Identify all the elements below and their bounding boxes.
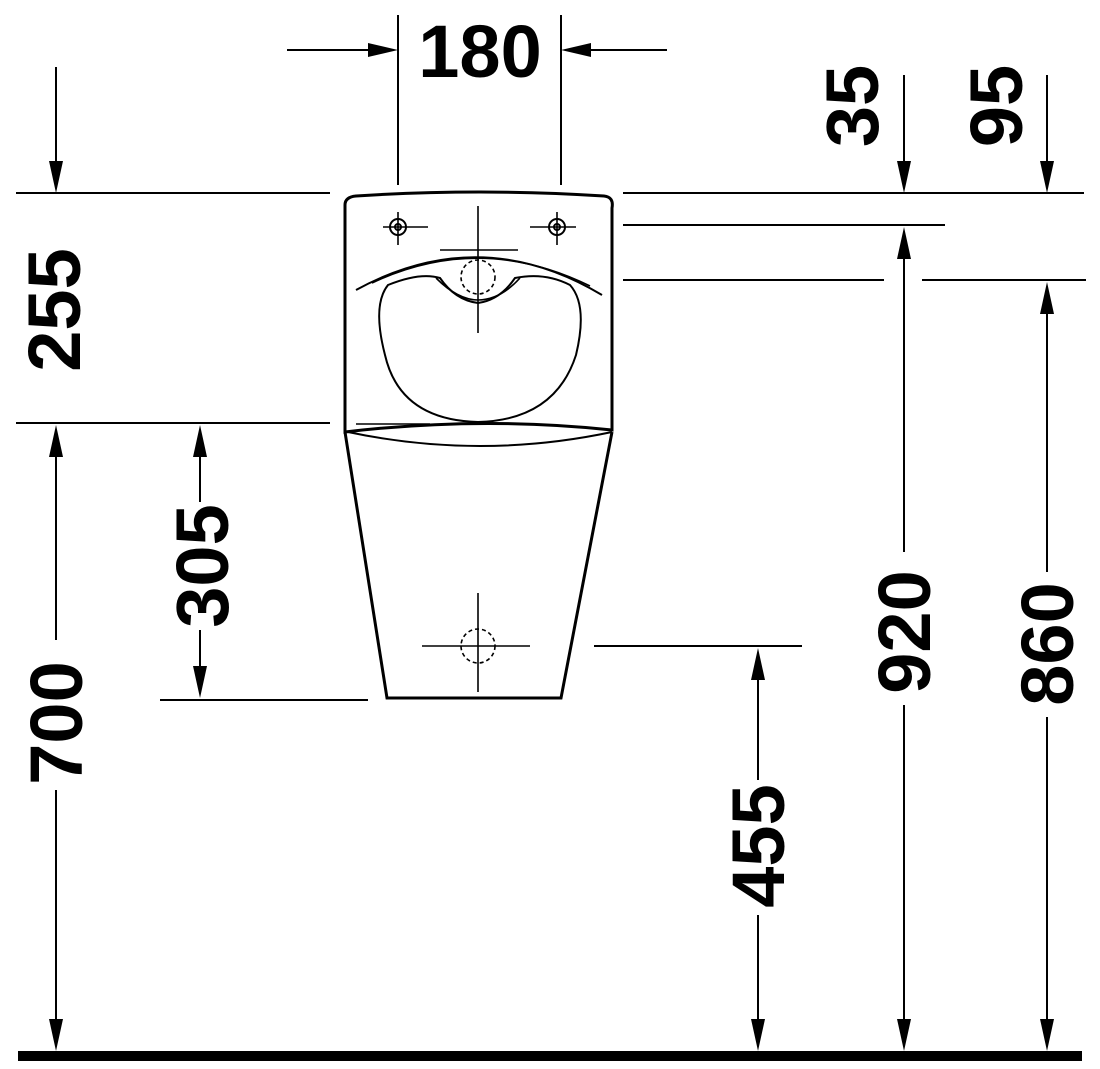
dim-35-label: 35 — [811, 65, 894, 147]
fixing-point-left-icon — [383, 212, 428, 245]
dim-180-label: 180 — [418, 10, 541, 93]
dimension-180: 180 — [287, 10, 667, 185]
dim-255-label: 255 — [13, 248, 96, 371]
urinal-outline — [343, 190, 614, 700]
dim-455-label: 455 — [717, 784, 800, 907]
right-reference-lines — [623, 192, 1086, 281]
dimension-700: 700 — [15, 425, 98, 1051]
dimension-455: 455 — [594, 645, 802, 1051]
dimension-35: 35 — [811, 65, 911, 193]
dim-700-label: 700 — [15, 661, 98, 784]
dimension-860: 860 — [1006, 282, 1089, 1051]
outlet-center-icon — [422, 593, 530, 692]
dimension-305: 305 — [160, 425, 368, 701]
dimension-920: 920 — [863, 227, 946, 1051]
dim-860-label: 860 — [1006, 582, 1089, 705]
dim-305-label: 305 — [161, 504, 244, 627]
dimension-95: 95 — [955, 65, 1054, 193]
top-reference-left — [16, 67, 330, 194]
dim-920-label: 920 — [863, 570, 946, 693]
inlet-center-icon — [440, 206, 518, 333]
dim-95-label: 95 — [955, 65, 1038, 147]
fixing-point-right-icon — [530, 212, 576, 245]
floor-line — [18, 1051, 1082, 1061]
